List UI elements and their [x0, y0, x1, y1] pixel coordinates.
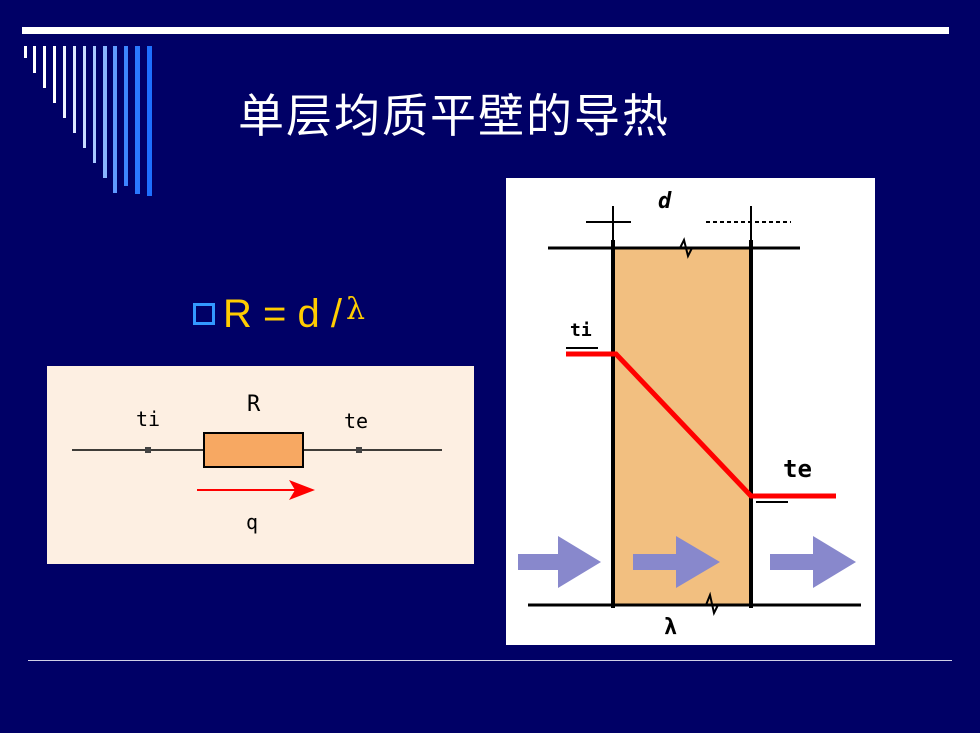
outside-temp-label: te: [344, 409, 368, 433]
temperature-profile: [566, 351, 836, 499]
formula: R = d /λ: [193, 292, 365, 337]
slide-title: 单层均质平壁的导热: [238, 89, 670, 143]
conductivity-label: λ: [664, 615, 677, 640]
resistance-label: R: [247, 392, 261, 417]
outside-temp-label: te: [783, 455, 812, 483]
heat-flow-label: q: [246, 510, 258, 534]
square-bullet-icon: [193, 303, 215, 325]
heat-flow-arrows: [518, 536, 856, 588]
node-inside: [145, 447, 151, 453]
bottom-rule: [28, 660, 952, 661]
decorative-stripes: [24, 46, 152, 196]
top-rule: [22, 27, 949, 34]
inside-temp-label: ti: [570, 320, 592, 341]
inside-temp-label: ti: [136, 407, 160, 431]
resistor: [203, 432, 304, 468]
flow-arrow-icon: [289, 480, 315, 500]
thermal-circuit-diagram: R ti te q: [47, 366, 474, 564]
plane-wall-diagram: d ti te λ: [506, 178, 875, 645]
node-outside: [356, 447, 362, 453]
formula-symbol: λ: [345, 292, 365, 327]
thickness-label: d: [658, 189, 672, 214]
formula-text: R = d /: [223, 292, 342, 336]
